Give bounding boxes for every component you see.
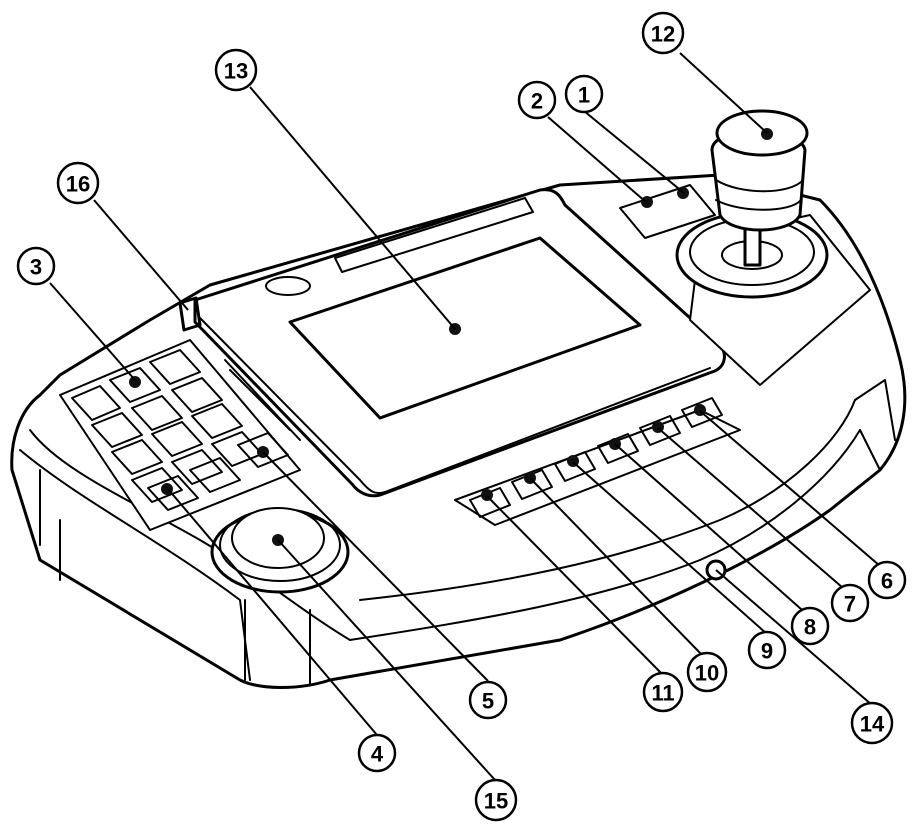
jog-dial <box>210 507 350 594</box>
callout-15-label: 15 <box>484 789 508 814</box>
callout-11-label: 11 <box>651 681 674 706</box>
callout-6-label: 6 <box>881 569 893 594</box>
callout-16: 16 <box>56 161 100 205</box>
callout-10: 10 <box>686 651 728 693</box>
callout-3: 3 <box>16 246 56 286</box>
callout-11: 11 <box>642 671 684 713</box>
callout-9-label: 9 <box>761 639 773 664</box>
callout-4: 4 <box>357 733 397 773</box>
callout-7-label: 7 <box>844 592 856 617</box>
callouts: 1 2 3 4 5 6 7 8 <box>16 11 907 822</box>
keypad-key-marker <box>129 376 141 388</box>
callout-3-label: 3 <box>30 255 42 280</box>
callout-5-label: 5 <box>482 689 494 714</box>
callout-12: 12 <box>641 11 685 55</box>
callout-13-label: 13 <box>224 59 248 84</box>
callout-12-label: 12 <box>651 22 675 47</box>
callout-8: 8 <box>790 606 830 646</box>
callout-2: 2 <box>517 80 557 120</box>
function-button-row <box>454 397 741 526</box>
callout-8-label: 8 <box>804 615 816 640</box>
numeric-keypad <box>59 339 301 531</box>
callout-9: 9 <box>747 630 787 670</box>
leader-lines <box>49 52 888 781</box>
callout-1-label: 1 <box>578 83 590 108</box>
joystick <box>675 109 871 386</box>
callout-15: 15 <box>474 778 518 822</box>
callout-10-label: 10 <box>695 661 719 686</box>
side-port-16 <box>178 296 202 332</box>
callout-7: 7 <box>830 583 870 623</box>
callout-1: 1 <box>564 74 604 114</box>
callout-13: 13 <box>214 48 258 92</box>
keypad-keys <box>71 349 289 511</box>
callout-2-label: 2 <box>531 89 543 114</box>
callout-6: 6 <box>867 560 907 600</box>
callout-16-label: 16 <box>66 172 90 197</box>
callout-5: 5 <box>468 680 508 720</box>
callout-14: 14 <box>850 701 894 745</box>
callout-14-label: 14 <box>860 712 885 737</box>
callout-4-label: 4 <box>371 742 384 767</box>
